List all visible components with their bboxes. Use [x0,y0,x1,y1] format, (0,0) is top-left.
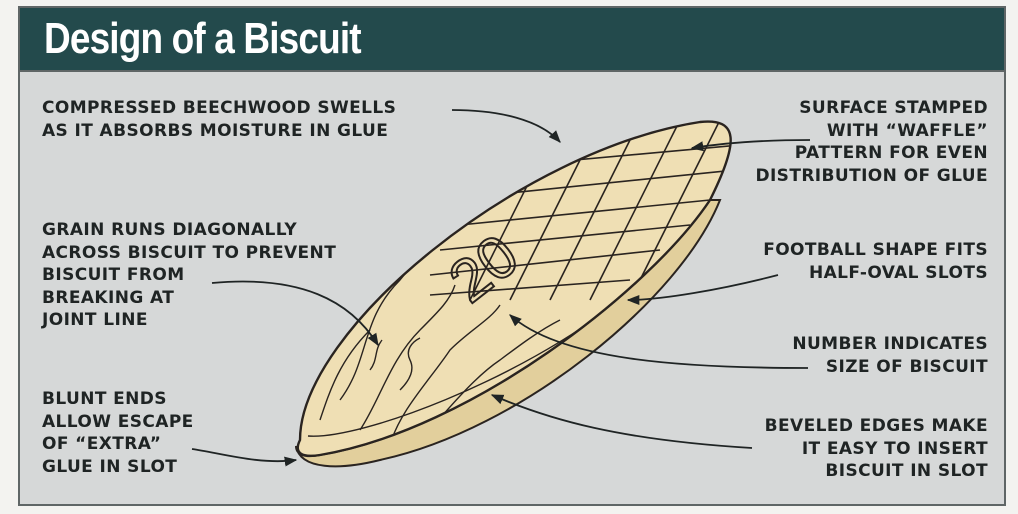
callout-grain-diagonal: GRAIN RUNS DIAGONALLY ACROSS BISCUIT TO … [42,219,336,332]
leader-blunt-ends [192,449,296,461]
callout-football-shape: FOOTBALL SHAPE FITS HALF-OVAL SLOTS [763,239,988,284]
callout-number-indicates: NUMBER INDICATES SIZE OF BISCUIT [792,333,988,378]
leader-compressed-beechwood [452,110,560,142]
callout-surface-stamped: SURFACE STAMPED WITH “WAFFLE” PATTERN FO… [755,97,988,187]
callout-beveled-edges: BEVELED EDGES MAKE IT EASY TO INSERT BIS… [765,415,988,483]
callout-blunt-ends: BLUNT ENDS ALLOW ESCAPE OF “EXTRA” GLUE … [42,388,194,478]
callout-compressed-beechwood: COMPRESSED BEECHWOOD SWELLS AS IT ABSORB… [42,97,396,142]
leader-beveled-edges [492,395,752,448]
